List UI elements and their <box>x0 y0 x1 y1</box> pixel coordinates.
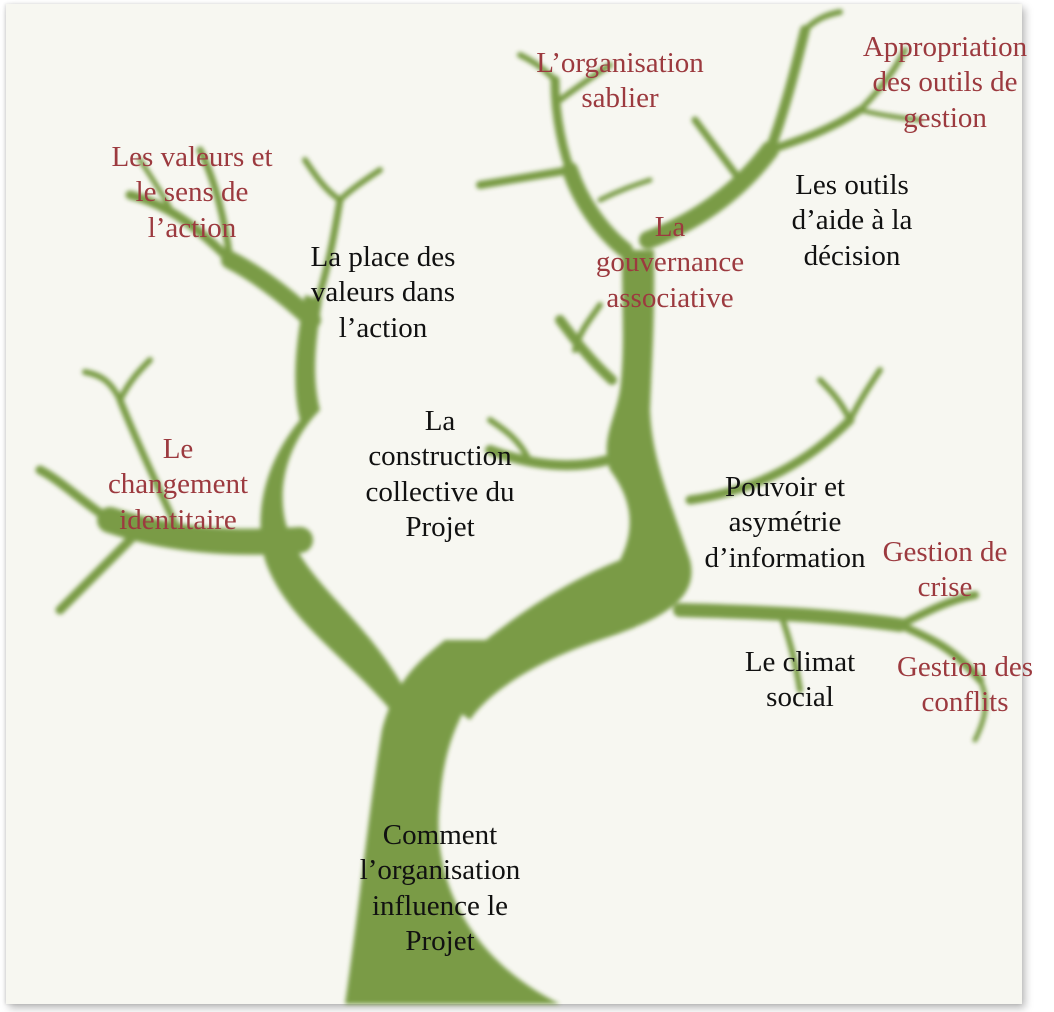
tree-left-limb <box>260 295 405 712</box>
branch-right-lower-fork-3 <box>777 609 803 693</box>
branch-upper-left-fork-4 <box>337 167 383 203</box>
branch-upper-left-fork-5 <box>302 157 343 203</box>
branch-middle-right <box>555 315 617 385</box>
label-valeurs-sens: Les valeurs et le sens de l’action <box>111 141 273 244</box>
label-outils-aide: Les outils d’aide à la décision <box>791 169 913 272</box>
branch-right-upper <box>685 415 855 505</box>
branch-top-center-fork-3 <box>517 52 558 83</box>
branch-top-center-fork-4 <box>557 62 613 103</box>
branch-top-right <box>639 141 779 249</box>
branch-right-lower-fork-1 <box>896 591 979 629</box>
label-organisation-sablier: L’organisation sablier <box>536 47 704 115</box>
tree-right-limb <box>430 250 692 720</box>
branch-top-right-fork-5 <box>802 9 843 33</box>
branch-upper-left-fork-3 <box>314 196 344 304</box>
branch-middle-left-fork <box>487 417 533 465</box>
branch-top-right-fork-1 <box>765 25 810 155</box>
branch-top-center <box>562 162 633 258</box>
branch-right-upper-fork-1 <box>847 367 883 423</box>
label-gouvernance: La gouvernance associative <box>595 211 745 314</box>
branch-top-center-fork-2 <box>476 166 574 189</box>
branch-top-right-fork-4 <box>857 47 908 113</box>
branch-left-lower-fork-1 <box>35 465 115 525</box>
branch-upper-left <box>221 251 321 329</box>
label-gestion-crise: Gestion de crise <box>882 536 1008 604</box>
label-gestion-conflits: Gestion des conflits <box>896 651 1034 719</box>
label-place-valeurs: La place des valeurs dans l’action <box>310 241 456 344</box>
tree-trunk <box>345 640 560 1004</box>
branch-right-lower <box>673 603 907 632</box>
branch-middle-left <box>485 445 613 471</box>
branch-top-center-fork-1 <box>550 75 575 175</box>
branch-left-lower-fork-4 <box>82 369 123 403</box>
label-changement-identitaire: Le changement identitaire <box>107 433 249 536</box>
branch-right-upper-fork-2 <box>817 377 853 423</box>
diagram-panel <box>6 4 1022 1004</box>
branch-left-lower-fork-5 <box>117 357 153 403</box>
branch-left-lower-fork-3 <box>116 396 184 539</box>
label-climat-social: Le climat social <box>744 646 856 714</box>
label-pouvoir: Pouvoir et asymétrie d’information <box>704 471 866 574</box>
branch-top-right-fork-2 <box>766 106 864 154</box>
branch-upper-left-fork-6 <box>137 157 173 211</box>
branch-left-lower-fork-2 <box>55 525 145 615</box>
label-appropriation: Appropriation des outils de gestion <box>862 31 1028 134</box>
branch-middle-right-fork <box>572 302 603 353</box>
branch-top-center-fork-5 <box>597 177 653 203</box>
branch-upper-left-fork-2 <box>196 146 234 264</box>
branch-right-lower-fork-4 <box>972 677 988 743</box>
branch-upper-left-fork-1 <box>125 190 235 265</box>
branch-top-right-fork-6 <box>857 107 923 123</box>
label-trunk: Comment l’organisation influence le Proj… <box>359 819 521 958</box>
label-construction-collective: La construction collective du Projet <box>365 405 515 544</box>
branch-right-lower-fork-2 <box>896 621 984 684</box>
branch-left-lower <box>97 507 313 555</box>
branch-top-right-fork-3 <box>691 116 744 184</box>
